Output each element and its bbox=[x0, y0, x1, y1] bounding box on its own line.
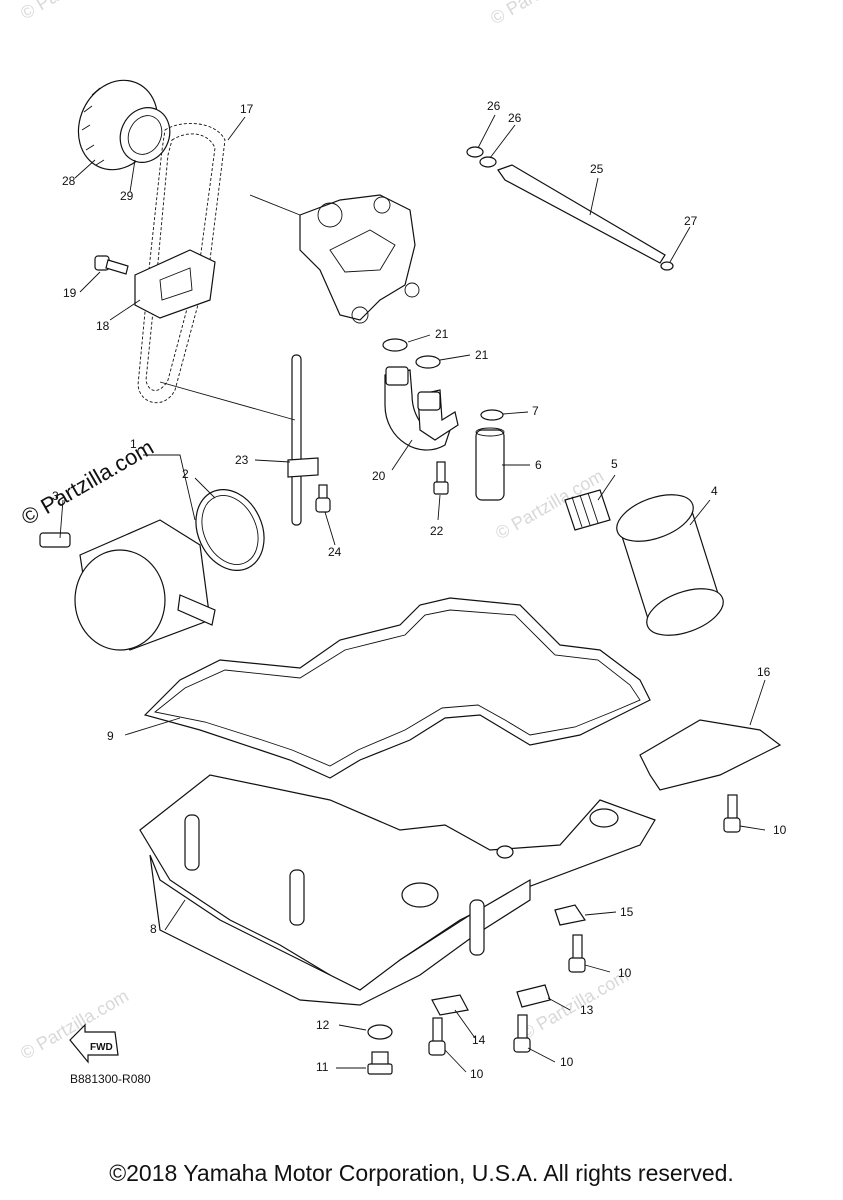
callout-6: 6 bbox=[535, 458, 542, 472]
oil-pan-gasket bbox=[143, 597, 651, 779]
oil-filter-union bbox=[564, 489, 611, 531]
oil-pump-drive-chain bbox=[137, 123, 226, 404]
callout-8: 8 bbox=[150, 922, 157, 936]
callout-23: 23 bbox=[235, 453, 249, 467]
callout-10: 10 bbox=[560, 1055, 574, 1069]
callout-27: 27 bbox=[684, 214, 698, 228]
callout-24: 24 bbox=[328, 545, 342, 559]
callout-21: 21 bbox=[435, 327, 449, 341]
watermark-text: © Partzilla.com bbox=[487, 0, 602, 28]
callout-20: 20 bbox=[372, 469, 386, 483]
o-rings bbox=[382, 338, 441, 369]
relief-valve-parts bbox=[475, 409, 505, 501]
fwd-arrow: FWD bbox=[69, 1023, 119, 1064]
callout-26: 26 bbox=[487, 99, 501, 113]
callout-21: 21 bbox=[475, 348, 489, 362]
oil-delivery-pipe bbox=[384, 366, 459, 451]
copyright-notice: ©2018 Yamaha Motor Corporation, U.S.A. A… bbox=[109, 1160, 734, 1186]
oil-cooler bbox=[39, 489, 265, 651]
bolts bbox=[428, 794, 741, 1056]
callout-25: 25 bbox=[590, 162, 604, 176]
guide-bolt bbox=[94, 255, 129, 275]
callout-7: 7 bbox=[532, 404, 539, 418]
oil-pump-assembly bbox=[299, 194, 420, 324]
callout-10: 10 bbox=[618, 966, 632, 980]
callout-labels: 1 2 3 4 5 6 7 8 9 10 10 10 10 11 12 13 1… bbox=[52, 99, 787, 1081]
callout-11: 11 bbox=[316, 1060, 329, 1074]
callout-12: 12 bbox=[316, 1018, 330, 1032]
callout-1: 1 bbox=[130, 437, 137, 451]
callout-16: 16 bbox=[757, 665, 771, 679]
leader-lines bbox=[59, 114, 766, 1073]
oil-pump-driven-sprocket bbox=[77, 79, 171, 171]
oil-filter bbox=[616, 494, 724, 636]
chain-guide bbox=[134, 249, 216, 319]
callout-18: 18 bbox=[96, 319, 110, 333]
oil-pan bbox=[139, 774, 656, 1006]
clips bbox=[431, 904, 586, 1016]
callout-17: 17 bbox=[240, 102, 254, 116]
watermark-text: © Partzilla.com bbox=[17, 0, 132, 23]
callout-9: 9 bbox=[107, 729, 114, 743]
callout-13: 13 bbox=[580, 1003, 594, 1017]
callout-19: 19 bbox=[63, 286, 77, 300]
fwd-label: FWD bbox=[90, 1042, 113, 1053]
bracket bbox=[639, 719, 782, 791]
callout-22: 22 bbox=[430, 524, 444, 538]
callout-10: 10 bbox=[773, 823, 787, 837]
callout-29: 29 bbox=[120, 189, 134, 203]
callout-3: 3 bbox=[52, 489, 59, 503]
callout-28: 28 bbox=[62, 174, 76, 188]
callout-10: 10 bbox=[470, 1067, 484, 1081]
callout-5: 5 bbox=[611, 457, 618, 471]
callout-15: 15 bbox=[620, 905, 634, 919]
callout-14: 14 bbox=[472, 1033, 486, 1047]
drain-plug bbox=[367, 1024, 393, 1075]
callout-2: 2 bbox=[182, 467, 189, 481]
oil-pipe-rod bbox=[466, 146, 674, 271]
pipe-bolt bbox=[433, 461, 449, 495]
dipstick-tube bbox=[287, 354, 331, 526]
figure-code: B881300-R080 bbox=[70, 1072, 151, 1086]
callout-4: 4 bbox=[711, 484, 718, 498]
callout-26: 26 bbox=[508, 111, 522, 125]
